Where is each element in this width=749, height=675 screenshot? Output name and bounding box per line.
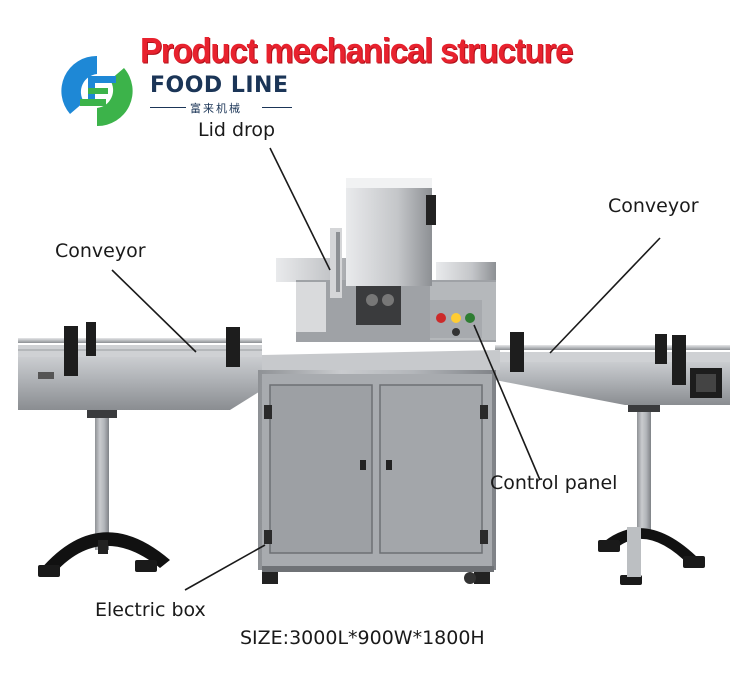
lid-drop-unit xyxy=(330,178,436,298)
control-panel xyxy=(430,300,482,338)
brand-divider-right xyxy=(262,107,292,108)
label-conveyor-left: Conveyor xyxy=(55,240,146,262)
brand-divider-left xyxy=(150,107,186,108)
brand-subtitle: 富来机械 xyxy=(190,102,242,115)
leader-lines xyxy=(111,147,661,591)
label-lid-drop: Lid drop xyxy=(198,119,276,141)
size-spec: SIZE:3000L*900W*1800H xyxy=(240,627,485,649)
brand-name: FOOD LINE xyxy=(150,73,289,98)
page-title: Product mechanical structure xyxy=(140,30,573,70)
label-conveyor-right: Conveyor xyxy=(608,195,699,217)
right-conveyor xyxy=(495,332,730,405)
label-control-panel: Control panel xyxy=(490,472,618,494)
food-line-logo-icon xyxy=(61,55,133,127)
label-electric-box: Electric box xyxy=(95,599,206,621)
left-conveyor xyxy=(18,322,262,410)
left-leg-stand xyxy=(38,398,170,577)
electric-cabinet xyxy=(258,370,496,584)
